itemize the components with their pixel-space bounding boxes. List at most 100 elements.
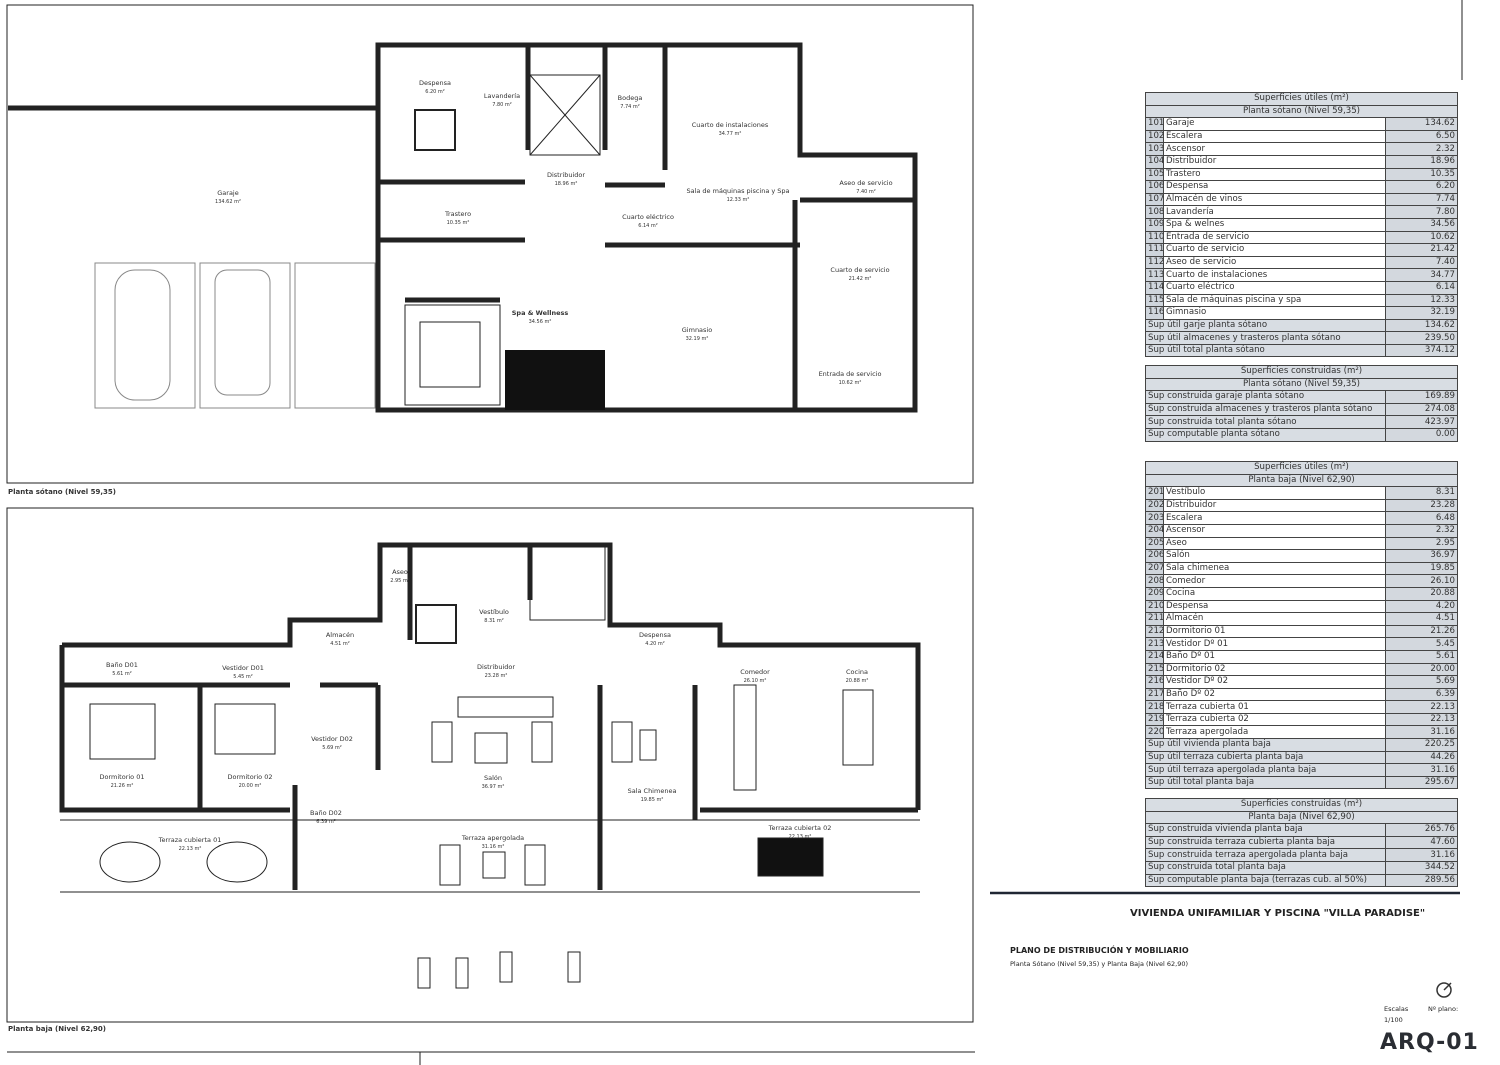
room-name: Cuarto de servicio xyxy=(1163,243,1386,257)
room-name: Lavandería xyxy=(484,92,520,100)
room-area: 34.77 m² xyxy=(719,131,742,137)
total-value: 44.26 xyxy=(1384,750,1459,765)
room-name: Terraza cubierta 02 xyxy=(768,824,832,832)
room-area: 6.14 xyxy=(1384,280,1459,295)
room-number: 202 xyxy=(1145,498,1164,513)
room-area: 21.42 xyxy=(1384,243,1459,257)
surface-table: Superficies útiles (m²)Planta sótano (Ni… xyxy=(1145,92,1459,358)
room-number: 112 xyxy=(1145,255,1164,270)
total-label: Sup útil total planta sótano xyxy=(1145,343,1386,358)
room-area: 36.97 m² xyxy=(482,784,505,790)
room-area: 23.28 m² xyxy=(485,673,508,679)
room-area: 4.20 xyxy=(1384,599,1459,614)
room-name: Ascensor xyxy=(1163,523,1386,538)
room-name: Cuarto eléctrico xyxy=(1163,280,1386,295)
room-area: 6.50 xyxy=(1384,129,1459,144)
room-number: 213 xyxy=(1145,637,1164,651)
room-area: 21.26 xyxy=(1384,624,1459,639)
room-area: 22.13 m² xyxy=(179,846,202,852)
room-name: Entrada de servicio xyxy=(819,370,882,378)
room-area: 134.62 m² xyxy=(215,199,241,205)
room-area: 12.33 xyxy=(1384,293,1459,308)
table-header: Planta baja (Nivel 62,90) xyxy=(1145,473,1458,488)
room-area: 32.19 xyxy=(1384,306,1459,320)
room-area: 8.31 xyxy=(1384,486,1459,500)
room-name: Salón xyxy=(484,774,502,782)
room-area: 21.42 m² xyxy=(849,276,872,282)
room-area: 23.28 xyxy=(1384,498,1459,513)
room-number: 217 xyxy=(1145,687,1164,702)
room-area: 34.77 xyxy=(1384,268,1459,282)
room-area: 6.48 xyxy=(1384,511,1459,525)
room-area: 4.51 xyxy=(1384,612,1459,626)
total-label: Sup construida almacenes y trasteros pla… xyxy=(1145,402,1386,417)
room-area: 6.20 m² xyxy=(425,89,445,95)
drawing-title: PLANO DE DISTRIBUCIÓN Y MOBILIARIO xyxy=(1010,946,1189,955)
room-number: 204 xyxy=(1145,523,1164,538)
room-name: Bodega xyxy=(618,94,643,102)
room-name: Vestidor D01 xyxy=(222,664,264,672)
room-area: 7.74 m² xyxy=(620,104,640,110)
garage-parking-bays xyxy=(94,262,376,409)
ground-plan-frame xyxy=(6,507,974,1023)
room-number: 102 xyxy=(1145,129,1164,144)
total-label: Sup construida total planta baja xyxy=(1145,860,1386,875)
room-name: Dormitorio 01 xyxy=(100,773,145,781)
table-title: Superficies útiles (m²) xyxy=(1145,461,1458,475)
room-number: 219 xyxy=(1145,712,1164,727)
room-name: Escalera xyxy=(1163,511,1386,525)
room-name: Almacén xyxy=(1163,612,1386,626)
room-name: Comedor xyxy=(740,668,770,676)
room-area: 36.97 xyxy=(1384,549,1459,563)
room-name: Aseo de servicio xyxy=(1163,255,1386,270)
table-title: Superficies construidas (m²) xyxy=(1145,798,1458,812)
room-number: 110 xyxy=(1145,230,1164,245)
room-area: 34.56 m² xyxy=(529,319,552,325)
room-number: 106 xyxy=(1145,180,1164,194)
total-label: Sup útil terraza cubierta planta baja xyxy=(1145,750,1386,765)
room-name: Cuarto de instalaciones xyxy=(1163,268,1386,282)
table-title: Superficies útiles (m²) xyxy=(1145,92,1458,106)
room-area: 20.88 xyxy=(1384,586,1459,601)
table-total-row: Sup computable planta baja (terrazas cub… xyxy=(1145,873,1459,888)
room-area: 134.62 xyxy=(1384,117,1459,131)
table-total-row: Sup útil almacenes y trasteros planta só… xyxy=(1145,331,1459,345)
room-name: Cocina xyxy=(846,668,868,676)
room-name: Terraza apergolada xyxy=(1163,725,1386,740)
room-name: Despensa xyxy=(639,631,671,639)
room-name: Terraza cubierta 01 xyxy=(1163,700,1386,714)
room-area: 31.16 m² xyxy=(482,844,505,850)
project-title: VIVIENDA UNIFAMILIAR Y PISCINA "VILLA PA… xyxy=(1130,908,1426,919)
room-name: Dormitorio 02 xyxy=(1163,662,1386,677)
room-name: Sala Chimenea xyxy=(628,787,677,795)
room-name: Comedor xyxy=(1163,574,1386,588)
table-subtitle: Planta sótano (Nivel 59,35) xyxy=(1145,377,1458,392)
north-arrow-icon xyxy=(1436,982,1452,998)
basement-walls xyxy=(8,42,918,413)
room-name: Cocina xyxy=(1163,586,1386,601)
total-label: Sup útil terraza apergolada planta baja xyxy=(1145,763,1386,777)
total-value: 47.60 xyxy=(1384,835,1459,850)
room-name: Distribuidor xyxy=(477,663,515,671)
room-area: 7.40 xyxy=(1384,255,1459,270)
scale-value: 1/100 xyxy=(1384,1016,1403,1024)
room-area: 34.56 xyxy=(1384,217,1459,232)
sheet-code: ARQ-01 xyxy=(1380,1030,1479,1055)
total-label: Sup útil vivienda planta baja xyxy=(1145,738,1386,752)
total-value: 220.25 xyxy=(1384,738,1459,752)
room-name: Cuarto de servicio xyxy=(830,266,889,274)
room-number: 208 xyxy=(1145,574,1164,588)
room-number: 216 xyxy=(1145,675,1164,689)
